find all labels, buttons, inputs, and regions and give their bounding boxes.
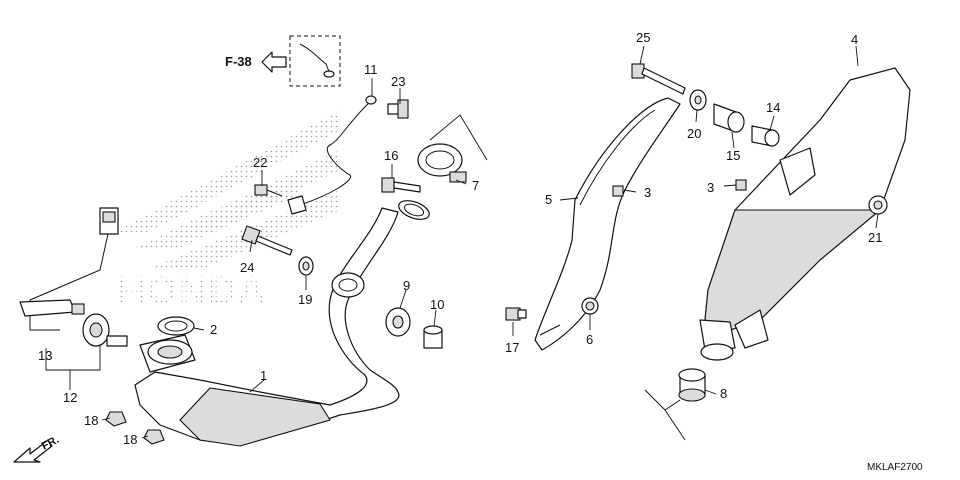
front-label: FR.	[40, 434, 61, 453]
heat-guard-5	[534, 97, 681, 351]
reference-arrow-icon	[261, 51, 287, 73]
callout-18b: 18	[123, 432, 137, 447]
callout-2: 2	[210, 322, 217, 337]
detail-terminal	[323, 70, 335, 78]
callout-9: 9	[403, 278, 410, 293]
callout-11: 11	[364, 62, 378, 77]
bolt-24	[241, 225, 293, 256]
detail-wire	[299, 43, 331, 75]
front-direction-indicator: FR.	[13, 434, 61, 463]
grommet-9	[385, 307, 411, 337]
bolt-16	[381, 177, 421, 193]
wire-clamp	[287, 195, 307, 215]
callout-17: 17	[505, 340, 519, 355]
grommet-6	[581, 297, 599, 315]
callout-25: 25	[636, 30, 650, 45]
honda-watermark-text: HONDA	[118, 270, 267, 312]
callout-16: 16	[384, 148, 398, 163]
diagram-code: MKLAF2700	[867, 462, 923, 473]
pipe-clamp	[331, 272, 365, 298]
callout-22: 22	[253, 155, 267, 170]
bushing-14	[751, 125, 780, 147]
detail-box	[289, 35, 341, 87]
collar-21	[868, 195, 888, 215]
callout-6: 6	[586, 332, 593, 347]
collar-15	[713, 103, 745, 133]
callout-1: 1	[260, 368, 267, 383]
nut-18a	[105, 411, 127, 427]
washer-20	[689, 89, 707, 111]
callout-12: 12	[63, 390, 77, 405]
bracket-8	[664, 409, 686, 441]
reference-f38: F-38	[225, 51, 287, 73]
exhaust-pipe-1	[134, 200, 430, 447]
callout-23: 23	[391, 74, 405, 89]
callout-5: 5	[545, 192, 552, 207]
sensor-wire	[299, 99, 373, 206]
callout-15: 15	[726, 148, 740, 163]
bolt-22	[254, 184, 283, 197]
callout-20: 20	[687, 126, 701, 141]
callout-21: 21	[868, 230, 882, 245]
callout-8: 8	[720, 386, 727, 401]
callout-24: 24	[240, 260, 254, 275]
callout-18a: 18	[84, 413, 98, 428]
o2-sensor-harness	[19, 207, 128, 347]
callout-3b: 3	[707, 180, 714, 195]
muffler-4	[699, 67, 911, 361]
front-arrow-icon	[13, 439, 53, 463]
callout-7: 7	[472, 178, 479, 193]
callout-13: 13	[38, 348, 52, 363]
bolt-23	[387, 99, 409, 119]
bolt-25	[631, 63, 686, 95]
gasket-8	[678, 368, 706, 402]
clamp-7	[417, 143, 467, 183]
collar-10	[423, 325, 443, 349]
callout-4: 4	[851, 32, 858, 47]
reference-label: F-38	[225, 54, 252, 69]
bracket-7	[429, 114, 488, 161]
leader-lines	[45, 45, 879, 439]
wire-terminal	[365, 95, 377, 105]
callout-labels: 1 2 3 3 4 5 6 7 8 9 10 11 12 13 14 15 16…	[38, 30, 882, 447]
nut-18b	[143, 429, 165, 445]
callout-14: 14	[766, 100, 780, 115]
callout-10: 10	[430, 297, 444, 312]
callout-19: 19	[298, 292, 312, 307]
callout-3a: 3	[644, 185, 651, 200]
bolt-17	[505, 307, 527, 321]
